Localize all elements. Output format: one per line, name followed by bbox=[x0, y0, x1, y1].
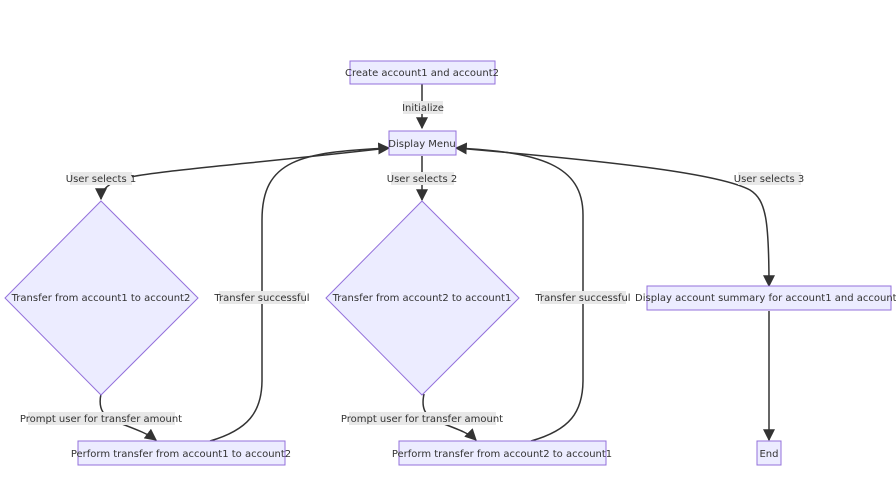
edge-label-select2-text: User selects 2 bbox=[387, 174, 457, 185]
node-display-summary-label: Display account summary for account1 and… bbox=[635, 293, 896, 304]
edge-label-select1-text: User selects 1 bbox=[66, 174, 136, 185]
edge-label-success1-text: Transfer successful bbox=[213, 293, 309, 304]
node-end-label: End bbox=[759, 449, 778, 460]
edge-select3 bbox=[455, 147, 775, 288]
edge-label-initialize-text: Initialize bbox=[402, 103, 444, 114]
node-create-accounts[interactable]: Create account1 and account2 bbox=[345, 60, 499, 85]
edge-success2 bbox=[454, 142, 584, 442]
node-perform-transfer-2-to-1-label: Perform transfer from account2 to accoun… bbox=[392, 449, 612, 460]
node-perform-transfer-1-to-2[interactable]: Perform transfer from account1 to accoun… bbox=[71, 440, 291, 466]
edge-label-select3: User selects 3 bbox=[734, 172, 804, 185]
edge-labels-group: Initialize User selects 1 User selects 2… bbox=[20, 101, 804, 425]
edge-label-select1: User selects 1 bbox=[66, 172, 136, 185]
node-decision-transfer-1-to-2-label: Transfer from account1 to account2 bbox=[11, 293, 191, 304]
edge-label-initialize: Initialize bbox=[402, 101, 444, 114]
node-display-menu[interactable]: Display Menu bbox=[388, 130, 457, 156]
edge-label-select2: User selects 2 bbox=[387, 172, 457, 185]
node-end[interactable]: End bbox=[756, 440, 782, 466]
node-decision-transfer-2-to-1-label: Transfer from account2 to account1 bbox=[332, 293, 512, 304]
edge-label-prompt2-text: Prompt user for transfer amount bbox=[341, 414, 503, 425]
edge-select1 bbox=[95, 147, 390, 201]
edge-label-prompt1: Prompt user for transfer amount bbox=[20, 412, 182, 425]
edge-label-prompt2: Prompt user for transfer amount bbox=[341, 412, 503, 425]
node-perform-transfer-1-to-2-label: Perform transfer from account1 to accoun… bbox=[71, 449, 291, 460]
edge-label-select3-text: User selects 3 bbox=[734, 174, 804, 185]
node-decision-transfer-2-to-1[interactable]: Transfer from account2 to account1 bbox=[325, 200, 520, 396]
nodes-group: Create account1 and account2 Display Men… bbox=[4, 60, 896, 466]
node-perform-transfer-2-to-1[interactable]: Perform transfer from account2 to accoun… bbox=[392, 440, 612, 466]
edge-label-prompt1-text: Prompt user for transfer amount bbox=[20, 414, 182, 425]
node-create-accounts-label: Create account1 and account2 bbox=[345, 68, 499, 79]
node-display-summary[interactable]: Display account summary for account1 and… bbox=[635, 285, 896, 311]
edge-label-success2-text: Transfer successful bbox=[534, 293, 630, 304]
edge-success1 bbox=[209, 142, 391, 442]
edge-label-success2: Transfer successful bbox=[534, 291, 631, 304]
node-decision-transfer-1-to-2[interactable]: Transfer from account1 to account2 bbox=[4, 200, 199, 396]
node-display-menu-label: Display Menu bbox=[388, 139, 456, 150]
edge-label-success1: Transfer successful bbox=[213, 291, 310, 304]
